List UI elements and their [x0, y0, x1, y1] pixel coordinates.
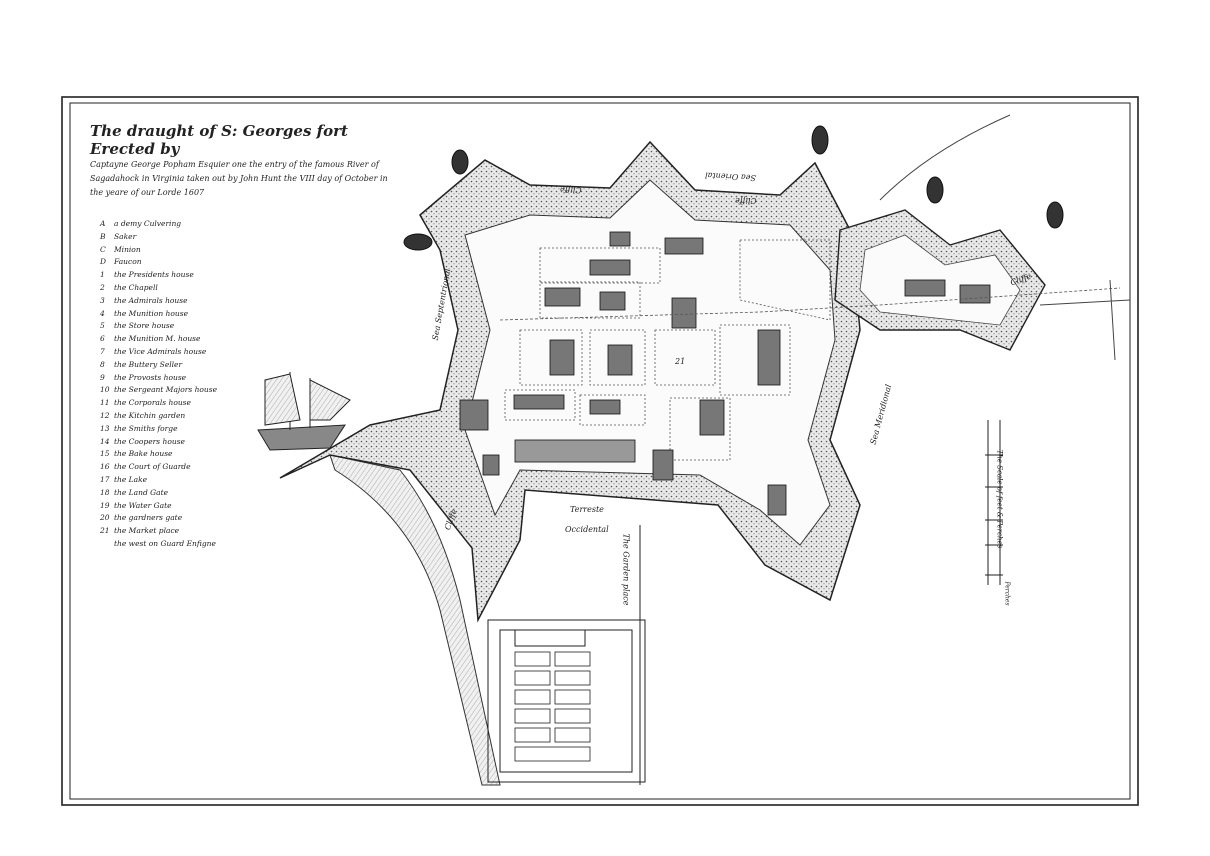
- legend-key: C: [100, 244, 106, 254]
- legend-key: 8: [100, 359, 105, 369]
- label-garden: The Garden place: [621, 533, 631, 606]
- legend-item: the west on Guard Enfigne: [100, 538, 250, 551]
- legend-key: 21: [100, 526, 110, 536]
- legend-label: Minion: [114, 244, 141, 254]
- legend-key: 15: [100, 449, 110, 459]
- legend-label: the Coopers house: [114, 436, 185, 446]
- legend-key: B: [100, 231, 106, 241]
- legend-label: the Presidents house: [114, 270, 194, 280]
- legend-key: 17: [100, 474, 110, 484]
- legend-label: the Water Gate: [114, 500, 172, 510]
- legend-item: 14 the Coopers house: [100, 436, 250, 449]
- legend-label: the Munition house: [114, 308, 189, 318]
- legend-key: 19: [100, 500, 110, 510]
- legend-label: Saker: [114, 231, 137, 241]
- title-body: Captayne George Popham Esquier one the e…: [90, 160, 388, 197]
- scale-label: The Scale of feet & Perches: [995, 449, 1004, 549]
- legend-item: 15 the Bake house: [100, 448, 250, 461]
- legend-label: the Admirals house: [114, 295, 188, 305]
- scale-bar: [985, 420, 1003, 585]
- legend-key: 11: [100, 398, 110, 408]
- map-title: The draught of S: Georges fort Erected b…: [90, 122, 390, 200]
- label-occidental: Occidental: [565, 525, 609, 534]
- legend-key: 16: [100, 462, 110, 472]
- legend-label: the Store house: [114, 321, 175, 331]
- garden-plan: [487, 619, 646, 783]
- legend-key: 3: [100, 295, 105, 305]
- legend-item: B Saker: [100, 231, 250, 244]
- legend-label: the west on Guard Enfigne: [114, 538, 216, 548]
- legend-label: the Lake: [114, 474, 148, 484]
- label-terreste: Terreste: [570, 505, 604, 514]
- legend-key: 2: [100, 282, 105, 292]
- legend-item: D Faucon: [100, 256, 250, 269]
- road: [499, 287, 1121, 321]
- legend-key: 6: [100, 334, 105, 344]
- title-heading: The draught of S: Georges fort Erected b…: [90, 122, 348, 158]
- legend-key: 14: [100, 436, 110, 446]
- legend-item: 9 the Provosts house: [100, 372, 250, 385]
- legend-key: 5: [100, 321, 105, 331]
- legend-item: 17 the Lake: [100, 474, 250, 487]
- legend-item: 13 the Smiths forge: [100, 423, 250, 436]
- legend-key: 9: [100, 372, 105, 382]
- legend-item: 16 the Court of Guarde: [100, 461, 250, 474]
- legend-label: the Corporals house: [114, 398, 191, 408]
- legend-item: 3 the Admirals house: [100, 295, 250, 308]
- legend-item: 8 the Buttery Seller: [100, 359, 250, 372]
- legend-key: 1: [100, 270, 105, 280]
- legend-label: the Smiths forge: [114, 423, 178, 433]
- legend-key: A: [100, 219, 106, 228]
- legend-label: the gardners gate: [114, 513, 183, 523]
- legend-label: the Sergeant Majors house: [114, 385, 218, 395]
- legend-label: the Vice Admirals house: [114, 346, 207, 356]
- legend-key: 4: [100, 308, 105, 318]
- river-bank: [329, 454, 501, 786]
- legend-item: 12 the Kitchin garden: [100, 410, 250, 423]
- legend-key: 20: [100, 513, 110, 523]
- legend-label: the Munition M. house: [114, 334, 201, 344]
- legend-key: D: [100, 257, 107, 267]
- ship-icon: [257, 372, 351, 451]
- legend-item: 19 the Water Gate: [100, 500, 250, 513]
- legend-item: 1 the Presidents house: [100, 269, 250, 282]
- legend-label: the Court of Guarde: [114, 462, 191, 472]
- legend-label: a demy Culvering: [114, 219, 182, 228]
- legend-item: 4 the Munition house: [100, 308, 250, 321]
- legend-label: the Market place: [114, 526, 180, 536]
- legend-key: 7: [100, 346, 105, 356]
- label-cliff-top-2: Cliffe: [735, 196, 757, 205]
- legend-key: 18: [100, 487, 110, 497]
- legend-item: 7 the Vice Admirals house: [100, 346, 250, 359]
- legend-label: the Land Gate: [114, 487, 169, 497]
- buildings: [459, 231, 991, 516]
- legend-label: the Bake house: [114, 449, 173, 459]
- legend-label: Faucon: [114, 257, 142, 267]
- legend-item: C Minion: [100, 244, 250, 257]
- cannon-icons: [403, 125, 1064, 251]
- legend-key: 12: [100, 410, 110, 420]
- legend-label: the Kitchin garden: [114, 410, 186, 420]
- legend-item: 6 the Munition M. house: [100, 333, 250, 346]
- legend-key: 13: [100, 423, 110, 433]
- legend-item: 10 the Sergeant Majors house: [100, 384, 250, 397]
- legend-item: 5 the Store house: [100, 320, 250, 333]
- shoreline: [879, 114, 1131, 361]
- legend-item: 2 the Chapell: [100, 282, 250, 295]
- label-market: 21: [675, 357, 686, 366]
- legend-item: 11 the Corporals house: [100, 397, 250, 410]
- legend-item: 20 the gardners gate: [100, 512, 250, 525]
- legend-label: the Provosts house: [114, 372, 187, 382]
- legend-key: 10: [100, 385, 110, 395]
- legend-label: the Chapell: [114, 282, 158, 292]
- legend-label: the Buttery Seller: [114, 359, 183, 369]
- legend-item: 21 the Market place: [100, 525, 250, 538]
- map-frame: [61, 96, 1139, 806]
- label-cliff-top: Cliffe: [559, 184, 582, 195]
- legend-item: 18 the Land Gate: [100, 487, 250, 500]
- scale-unit: Perches: [1003, 581, 1011, 606]
- house-plots: [504, 239, 831, 461]
